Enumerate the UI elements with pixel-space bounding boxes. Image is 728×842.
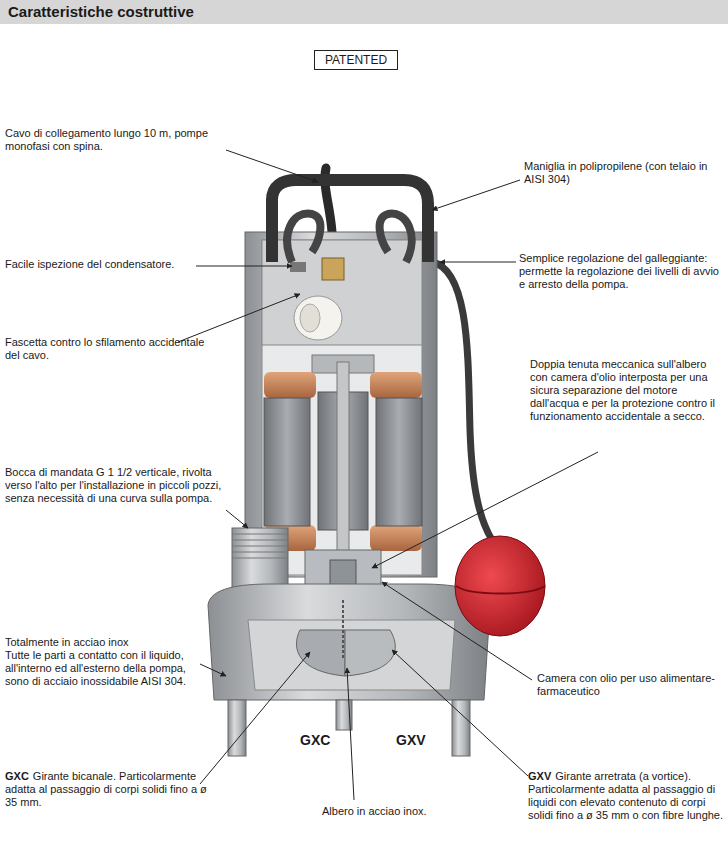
callout-group: Maniglia in polipropilene (con telaio in… — [524, 160, 724, 186]
callout-text: Maniglia in polipropilene (con telaio in… — [524, 160, 707, 185]
callout-text: Bocca di mandata G 1 1/2 verticale, rivo… — [5, 466, 221, 504]
callout-group: Bocca di mandata G 1 1/2 verticale, rivo… — [5, 466, 227, 505]
callout-text: Girante bicanale. Particolarmente adatta… — [5, 770, 207, 808]
impeller-tag: GXV — [396, 732, 426, 748]
callout-group: Cavo di collegamento lungo 10 m, pompe m… — [5, 127, 245, 153]
impeller-tag: GXC — [5, 770, 29, 782]
callout-group: Semplice regolazione del galleggiante: p… — [519, 252, 724, 291]
callout-text: Doppia tenuta meccanica sull'albero con … — [530, 358, 715, 422]
callout-heading: Totalmente in acciao inox — [5, 636, 210, 649]
callout-group: Totalmente in acciao inoxTutte le parti … — [5, 636, 210, 688]
patent-text: PATENTED — [325, 53, 387, 67]
callout-text: Cavo di collegamento lungo 10 m, pompe m… — [5, 127, 208, 152]
callout-text: Facile ispezione del condensatore. — [5, 258, 174, 270]
impeller-tag: GXV — [528, 770, 551, 782]
callout-text: Camera con olio per uso alimentare-farma… — [537, 672, 715, 697]
callout-text: Semplice regolazione del galleggiante: p… — [519, 252, 719, 290]
callout-text: Girante arretrata (a vortice). Particola… — [528, 770, 723, 821]
callout-group: GXCGirante bicanale. Particolarmente ada… — [5, 770, 210, 809]
callout-group: GXVGirante arretrata (a vortice). Partic… — [528, 770, 724, 822]
patent-box: PATENTED — [314, 50, 398, 70]
callout-group: Albero in acciao inox. — [322, 805, 427, 818]
callout-group: Doppia tenuta meccanica sull'albero con … — [530, 358, 725, 423]
callout-group: GXC — [300, 732, 330, 749]
callout-group: GXV — [396, 732, 426, 749]
callout-text: Fascetta contro lo sfilamento accidental… — [5, 336, 204, 361]
callout-text: Tutte le parti a contatto con il liquido… — [5, 649, 210, 688]
impeller-tag: GXC — [300, 732, 330, 748]
callout-group: Camera con olio per uso alimentare-farma… — [537, 672, 722, 698]
callout-group: Facile ispezione del condensatore. — [5, 258, 235, 271]
callout-group: Fascetta contro lo sfilamento accidental… — [5, 336, 205, 362]
section-title: Caratteristiche costruttive — [8, 3, 194, 21]
callout-text: Albero in acciao inox. — [322, 805, 427, 817]
